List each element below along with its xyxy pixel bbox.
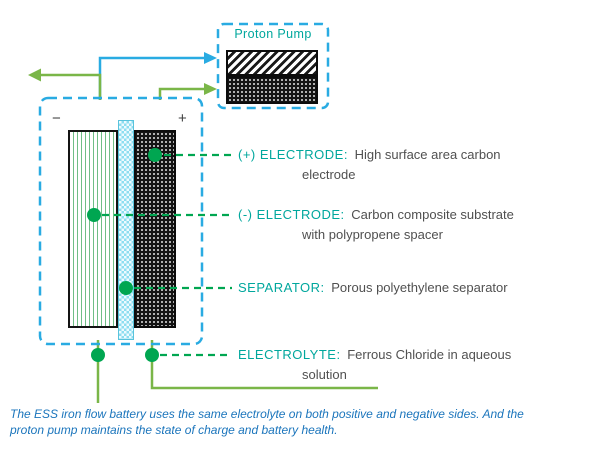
callout-negative-electrode: (-) ELECTRODE: Carbon composite substrat… <box>238 205 590 245</box>
positive-electrode-graphic <box>134 130 176 328</box>
callout-description-cont: solution <box>302 367 347 382</box>
electrolyte-out-arrow-icon <box>28 68 41 82</box>
proton-pump-dotted-layer <box>226 76 318 104</box>
pump-boundary-box <box>216 22 330 110</box>
marker-dot-electrolyte-left <box>91 348 105 362</box>
callout-keyword: ELECTROLYTE: <box>238 347 341 362</box>
figure-caption: The ESS iron flow battery uses the same … <box>10 406 594 438</box>
callout-keyword: (+) ELECTRODE: <box>238 147 348 162</box>
marker-dot-negative-electrode <box>87 208 101 222</box>
battery-boundary-box <box>38 96 204 346</box>
callout-description: Porous polyethylene separator <box>331 280 508 295</box>
callout-electrolyte: ELECTROLYTE: Ferrous Chloride in aqueous… <box>238 345 590 385</box>
to-pump-line <box>158 87 205 100</box>
callout-keyword: SEPARATOR: <box>238 280 325 295</box>
marker-dot-electrolyte-right <box>145 348 159 362</box>
marker-dot-positive-electrode <box>148 148 162 162</box>
plus-terminal-label: + <box>178 110 187 127</box>
callout-separator: SEPARATOR: Porous polyethylene separator <box>238 278 590 298</box>
caption-line-1: The ESS iron flow battery uses the same … <box>10 407 524 421</box>
callout-description: High surface area carbon <box>354 147 501 162</box>
proton-pump-hatched-layer <box>226 50 318 76</box>
marker-dot-separator <box>119 281 133 295</box>
electrolyte-out-line <box>40 73 102 100</box>
proton-flow-arrow-icon <box>204 52 217 64</box>
callout-description: Carbon composite substrate <box>351 207 514 222</box>
proton-flow-line <box>98 56 205 100</box>
callout-description: Ferrous Chloride in aqueous <box>347 347 512 362</box>
to-pump-arrow-icon <box>204 83 217 95</box>
callout-positive-electrode: (+) ELECTRODE: High surface area carbon … <box>238 145 590 185</box>
minus-terminal-label: − <box>52 110 61 127</box>
proton-pump-title: Proton Pump <box>234 27 312 41</box>
callout-description-cont: electrode <box>302 167 356 182</box>
negative-electrode-graphic <box>68 130 118 328</box>
caption-line-2: proton pump maintains the state of charg… <box>10 423 338 437</box>
callout-keyword: (-) ELECTRODE: <box>238 207 345 222</box>
callout-description-cont: with polypropene spacer <box>302 227 443 242</box>
